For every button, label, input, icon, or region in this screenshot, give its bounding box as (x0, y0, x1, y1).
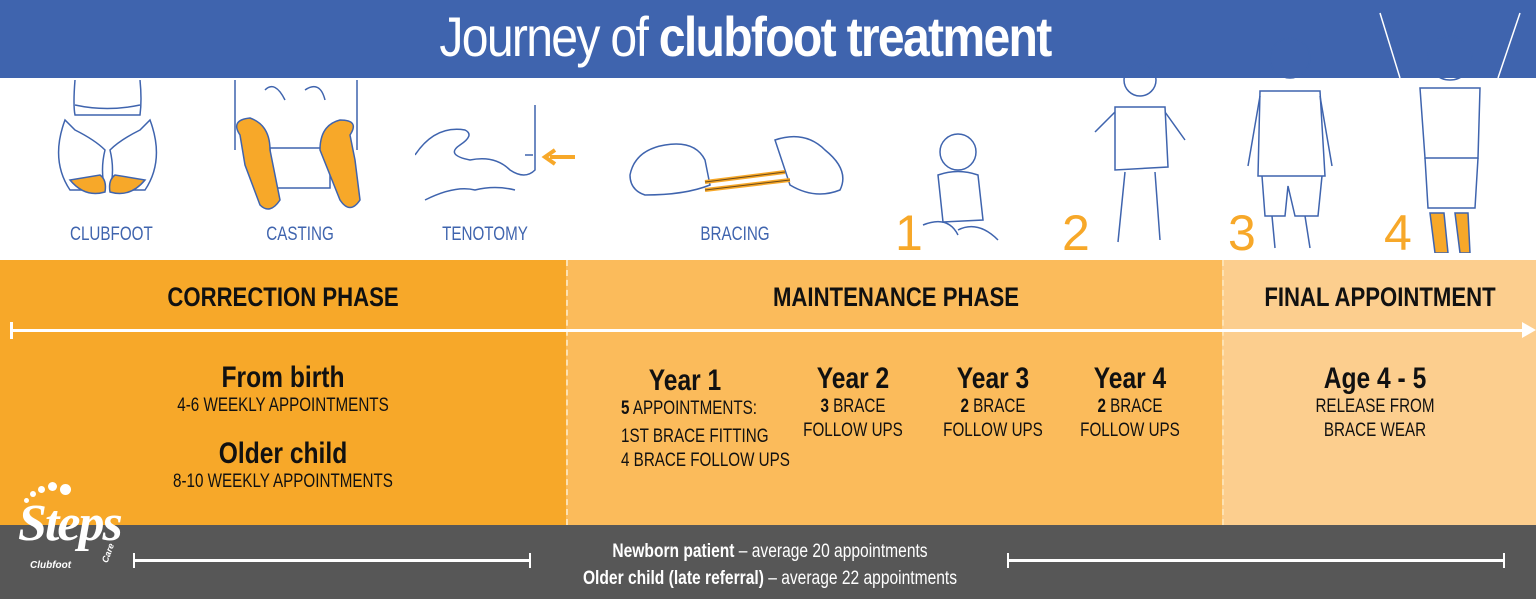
from-birth-heading: From birth (221, 361, 345, 394)
year-1-line3: 4 BRACE FOLLOW UPS (621, 450, 790, 471)
maintenance-year-2: Year 2 3 BRACE FOLLOW UPS (778, 363, 928, 443)
correction-phase-title: CORRECTION PHASE (167, 282, 399, 312)
label-casting: CASTING (266, 224, 334, 245)
sitting-baby-icon (922, 133, 999, 241)
footer-summary: Newborn patient – average 20 appointment… (524, 538, 1016, 592)
label-tenotomy: TENOTOMY (442, 224, 528, 245)
logo-name: Steps (18, 495, 123, 552)
year-1-heading: Year 1 (648, 364, 722, 397)
final-line1: RELEASE FROM (1315, 396, 1435, 417)
year-3-heading: Year 3 (956, 362, 1030, 395)
final-appointment-title: FINAL APPOINTMENT (1264, 282, 1496, 312)
year-number-2: 2 (1062, 205, 1090, 261)
maintenance-phase-band (566, 260, 1224, 525)
toddler-walking-icon (1094, 63, 1186, 243)
year-3-line2: FOLLOW UPS (943, 420, 1043, 441)
final-appointment-band (1222, 260, 1536, 525)
label-bracing: BRACING (700, 224, 770, 245)
baby-feet-icon (57, 80, 158, 195)
correction-older-child: Older child 8-10 WEEKLY APPOINTMENTS (83, 438, 483, 494)
label-clubfoot: CLUBFOOT (70, 224, 153, 245)
year-number-3: 3 (1228, 205, 1256, 261)
casted-legs-icon (234, 80, 361, 210)
footer-range-left (133, 553, 531, 568)
older-child-text: 8-10 WEEKLY APPOINTMENTS (173, 471, 393, 492)
steps-logo: Steps Clubfoot Care (10, 480, 135, 580)
footer-range-right (1007, 553, 1505, 568)
footer-newborn: Newborn patient – average 20 appointment… (612, 541, 928, 562)
year-number-4: 4 (1384, 205, 1412, 261)
year-4-line2: FOLLOW UPS (1080, 420, 1180, 441)
year-1-line1: 5 APPOINTMENTS: (621, 398, 757, 419)
maintenance-year-3: Year 3 2 BRACE FOLLOW UPS (918, 363, 1068, 443)
timeline-arrow (10, 322, 1536, 339)
foot-abduction-brace-icon (629, 135, 844, 196)
footer-bar (0, 525, 1536, 599)
year-number-1: 1 (895, 205, 923, 261)
footer-older: Older child (late referral) – average 22… (582, 568, 958, 589)
heel-tenotomy-icon (415, 105, 575, 201)
final-line2: BRACE WEAR (1323, 420, 1427, 441)
maintenance-year-4: Year 4 2 BRACE FOLLOW UPS (1055, 363, 1205, 443)
correction-phase-band (0, 260, 566, 525)
header-banner (0, 0, 1536, 78)
year-4-heading: Year 4 (1093, 362, 1167, 395)
maintenance-phase-title: MAINTENANCE PHASE (772, 282, 1020, 312)
year-2-heading: Year 2 (816, 362, 890, 395)
correction-from-birth: From birth 4-6 WEEKLY APPOINTMENTS (83, 362, 483, 418)
year-4-line1: 2 BRACE (1097, 396, 1163, 417)
final-age: Age 4 - 5 RELEASE FROM BRACE WEAR (1290, 363, 1460, 443)
standing-child-icon (1247, 37, 1333, 249)
child-arms-raised-icon (1379, 12, 1521, 253)
year-2-line2: FOLLOW UPS (803, 420, 903, 441)
maintenance-year-1: Year 1 5 APPOINTMENTS: 1ST BRACE FITTING… (605, 364, 790, 473)
year-2-line1: 3 BRACE (820, 396, 886, 417)
year-1-line2: 1ST BRACE FITTING (621, 426, 769, 447)
final-age-heading: Age 4 - 5 (1323, 362, 1427, 395)
logo-sub-clubfoot: Clubfoot (30, 560, 72, 571)
year-3-line1: 2 BRACE (960, 396, 1026, 417)
page-title: Journey of clubfoot treatment (439, 5, 1052, 68)
older-child-heading: Older child (218, 437, 348, 470)
from-birth-text: 4-6 WEEKLY APPOINTMENTS (177, 395, 389, 416)
